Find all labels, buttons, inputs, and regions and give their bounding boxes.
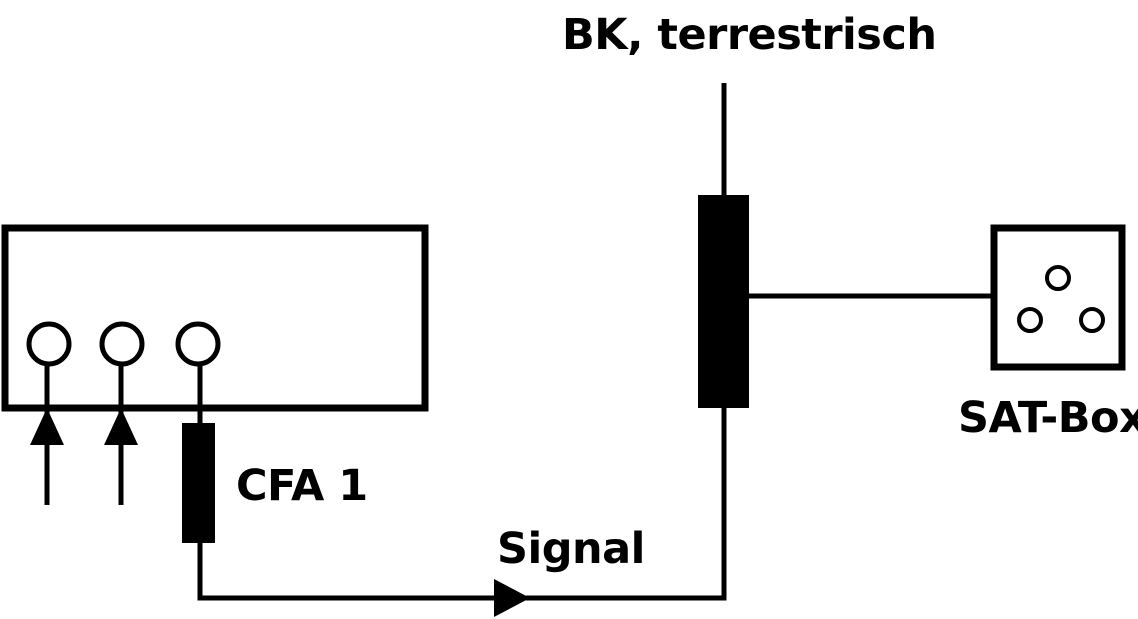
output-socket: [175, 321, 221, 367]
terrestrial-label: BK, terrestrisch: [562, 10, 937, 60]
sat-box: [990, 224, 1126, 371]
input-cable-1: [30, 364, 64, 505]
input-socket-2: [99, 321, 145, 367]
arrow-up-icon: [104, 408, 138, 445]
arrow-right-icon: [494, 579, 530, 617]
cfa-label: CFA 1: [236, 461, 368, 511]
receiver-box: [1, 224, 429, 412]
combiner: [698, 195, 749, 408]
input-cable-2: [104, 364, 138, 505]
sat-socket-top: [1045, 265, 1071, 291]
cfa-filter: [182, 423, 215, 543]
input-socket-1: [26, 321, 72, 367]
signal-cable: [197, 405, 727, 601]
sat-box-label: SAT-Box: [958, 393, 1138, 443]
sat-socket-left: [1017, 307, 1043, 333]
signal-label: Signal: [497, 524, 645, 574]
arrow-up-icon: [30, 408, 64, 445]
sat-socket-right: [1079, 307, 1105, 333]
